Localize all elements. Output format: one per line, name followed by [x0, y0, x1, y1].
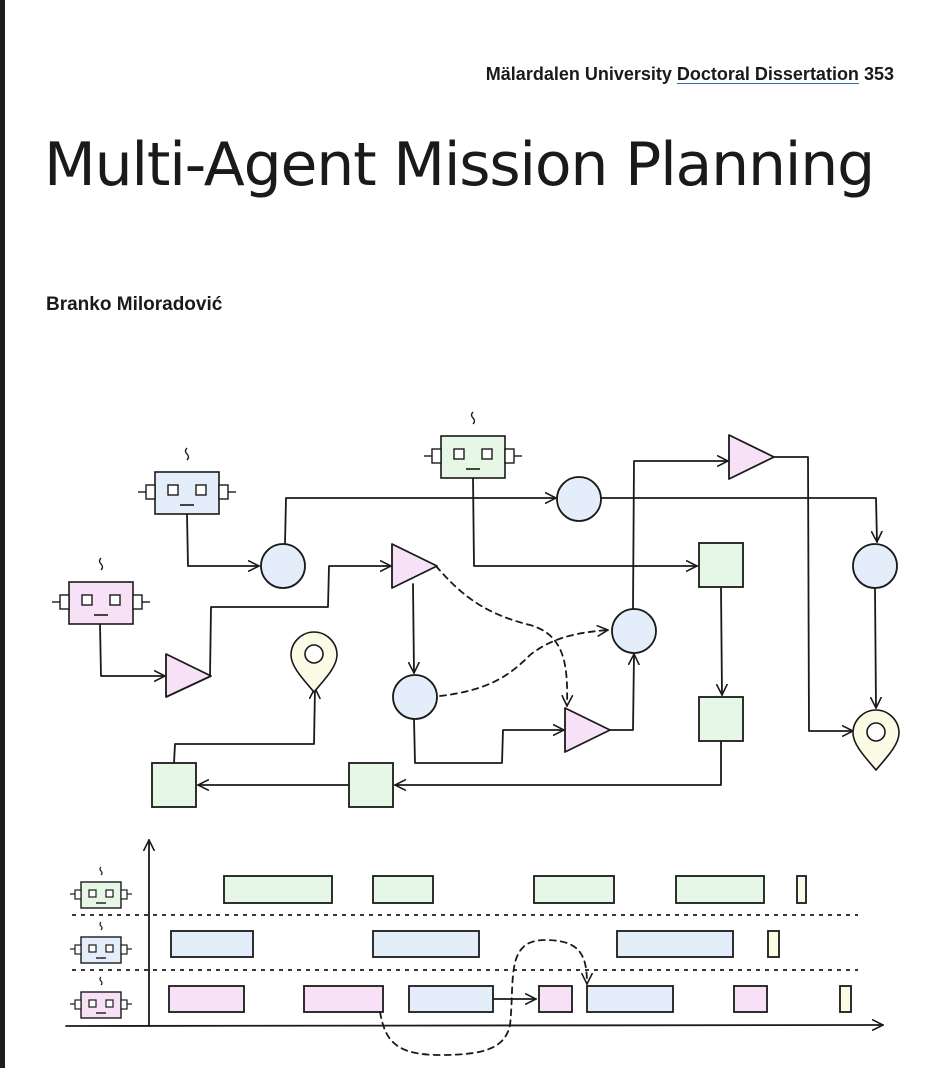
edge	[395, 740, 722, 785]
dashed-dependency	[379, 939, 587, 1056]
robot-icon	[69, 866, 133, 909]
author-name: Branko Miloradović	[46, 294, 223, 315]
schedule-bar	[733, 985, 768, 1013]
schedule-bar	[796, 875, 807, 904]
task-square	[698, 542, 744, 588]
schedule-bar	[408, 985, 494, 1013]
task-circle	[392, 674, 438, 720]
schedule-bar	[616, 930, 734, 958]
edge	[99, 623, 165, 676]
edge	[173, 688, 315, 764]
edge	[284, 498, 556, 545]
robot-icon	[69, 921, 133, 964]
schedule-bar	[767, 930, 780, 958]
dashed-edge	[435, 565, 567, 706]
schedule-bar	[538, 985, 573, 1013]
edge	[413, 718, 564, 764]
schedule-bar	[372, 875, 434, 904]
task-circle	[852, 543, 898, 589]
edge	[875, 588, 876, 708]
schedule-bar	[168, 985, 245, 1013]
task-triangle	[728, 434, 775, 480]
task-circle	[611, 608, 657, 654]
series-prefix: Mälardalen University	[485, 64, 672, 84]
schedule-bar	[586, 985, 674, 1013]
series-line: Mälardalen University Doctoral Dissertat…	[486, 64, 894, 85]
schedule-bar	[223, 875, 333, 904]
edge	[413, 583, 414, 673]
task-triangle	[564, 707, 611, 753]
schedule-bar	[303, 985, 384, 1013]
schedule-bar	[533, 875, 615, 904]
robot-icon	[51, 557, 151, 625]
edge	[632, 461, 728, 610]
task-square	[348, 762, 394, 808]
robot-icon	[137, 447, 237, 515]
dashed-edge	[439, 630, 608, 697]
edge	[600, 497, 877, 542]
schedule-bar	[675, 875, 765, 904]
edge	[773, 456, 853, 731]
edge	[209, 566, 391, 677]
robot-icon	[423, 411, 523, 479]
edge	[721, 587, 722, 695]
schedule-bar	[170, 930, 254, 958]
time-axis	[65, 1025, 883, 1026]
task-circle	[260, 543, 306, 589]
task-square	[698, 696, 744, 742]
task-circle	[556, 476, 602, 522]
location-pin-icon	[290, 631, 338, 693]
robot-icon	[69, 976, 133, 1019]
task-triangle	[391, 543, 438, 589]
task-triangle	[165, 653, 212, 698]
series-number: 353	[863, 64, 894, 84]
task-square	[151, 762, 197, 808]
book-spine-edge	[0, 0, 5, 1068]
edge	[472, 477, 697, 566]
series-name: Doctoral Dissertation	[676, 64, 859, 84]
edge	[608, 654, 634, 731]
location-pin-icon	[852, 709, 900, 771]
page-title: Multi-Agent Mission Planning	[44, 130, 875, 200]
edge	[186, 513, 259, 566]
schedule-bar	[372, 930, 480, 958]
schedule-bar	[839, 985, 852, 1013]
